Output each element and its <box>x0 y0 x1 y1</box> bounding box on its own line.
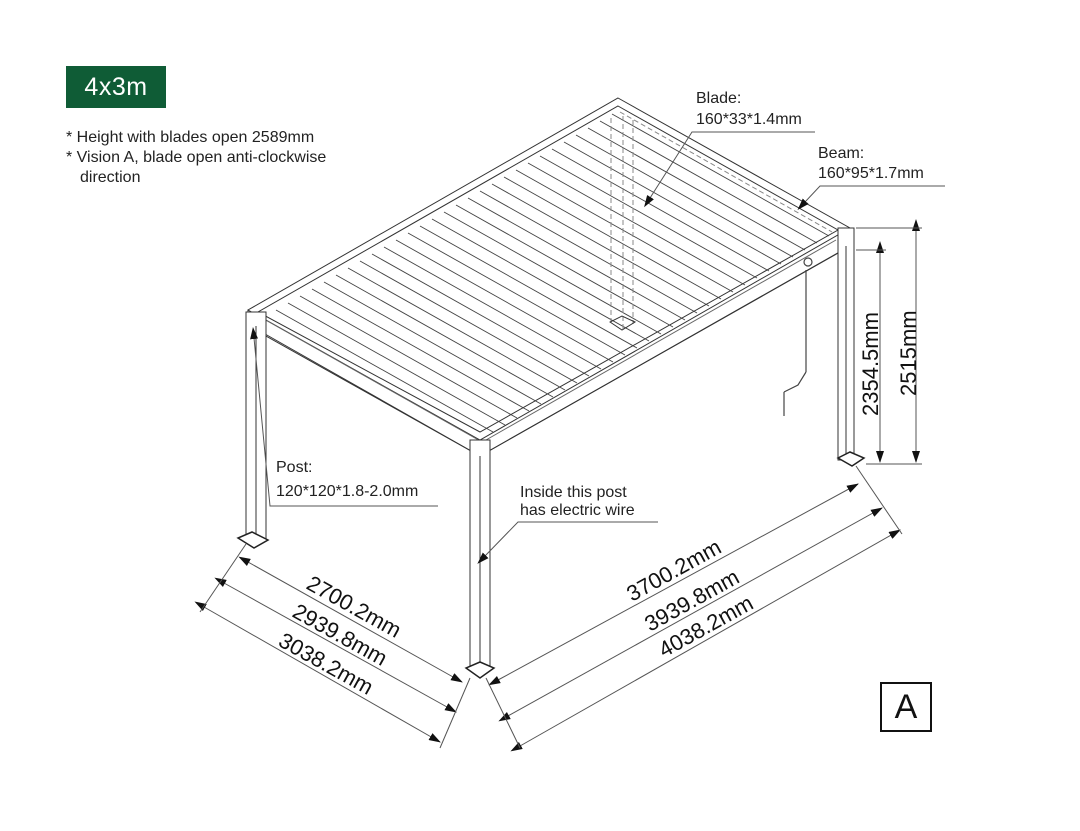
beam-callout-title: Beam: <box>818 145 865 162</box>
size-badge: 4x3m <box>66 66 166 108</box>
blade-callout-title: Blade: <box>696 90 742 107</box>
hidden-post-foot <box>609 315 637 331</box>
hidden-post <box>610 111 833 330</box>
blade-callout-spec: 160*33*1.4mm <box>696 111 802 128</box>
notes: * Height with blades open 2589mm * Visio… <box>66 128 326 188</box>
note-height: * Height with blades open 2589mm <box>66 129 315 146</box>
note-vision-cont: direction <box>80 169 141 186</box>
width-dims <box>194 543 471 749</box>
dim-height-outer: 2515mm <box>896 310 921 396</box>
dim-height-inner: 2354.5mm <box>858 312 883 416</box>
post-callout-title: Post: <box>276 459 313 476</box>
roof-frame <box>246 97 852 457</box>
note-vision: * Vision A, blade open anti-clockwise <box>66 149 327 166</box>
post-feet <box>236 451 866 679</box>
beam-callout-spec: 160*95*1.7mm <box>818 165 924 182</box>
crank-handle <box>783 257 813 416</box>
post-callout-spec: 120*120*1.8-2.0mm <box>276 483 419 500</box>
view-label-box: A <box>880 682 932 732</box>
roof-blades <box>275 113 830 433</box>
wire-callout-line2: has electric wire <box>520 502 635 519</box>
length-dims <box>485 465 903 752</box>
wire-callout-line1: Inside this post <box>520 484 627 501</box>
vertical-dims <box>856 219 922 465</box>
